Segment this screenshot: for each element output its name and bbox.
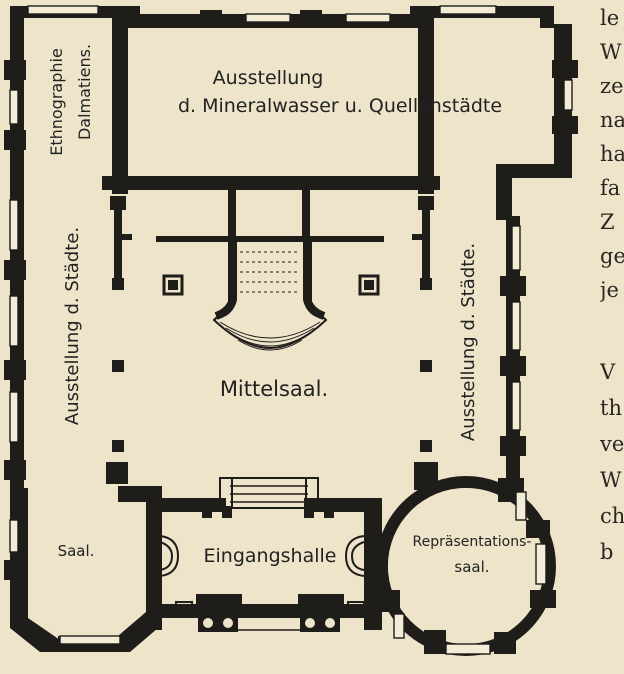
margin-line: b — [600, 540, 614, 564]
margin-line: je — [600, 278, 619, 302]
entrance-fixtures — [175, 594, 365, 632]
mineral-hall-label-2: d. Mineralwasser u. Quellenstädte — [178, 95, 502, 117]
margin-line: V — [600, 360, 616, 384]
margin-line: Z — [600, 210, 615, 234]
reception-hall-label: Repräsentations- — [413, 534, 532, 550]
windows — [9, 5, 573, 645]
margin-line: na — [600, 108, 624, 132]
hall-label: Saal. — [58, 542, 95, 560]
margin-line: th — [600, 396, 622, 420]
margin-line: W — [600, 40, 622, 64]
margin-line: ge — [600, 244, 624, 268]
vestibule-niches — [159, 535, 365, 577]
margin-line: fa — [600, 176, 621, 200]
margin-line: ha — [600, 142, 624, 166]
cities-exhibition-left-label: Ausstellung d. Städte. — [62, 227, 83, 425]
margin-line: ch — [600, 504, 624, 528]
entrance-steps — [219, 477, 319, 509]
margin-line: W — [600, 468, 622, 492]
central-staircase — [212, 242, 328, 351]
main-hall-label: Mittelsaal. — [220, 377, 328, 401]
ethnography-label: Ethnographie — [47, 48, 66, 156]
entrance-hall-label: Eingangshalle — [204, 545, 337, 567]
margin-line: ve — [600, 432, 624, 456]
interior-walls — [102, 120, 440, 290]
ethnography-label-2: Dalmatiens. — [75, 44, 94, 140]
reception-hall-label-2: saal. — [454, 558, 489, 576]
round-room — [376, 476, 556, 656]
room-labels: Ausstellung d. Mineralwasser u. Quellens… — [47, 44, 531, 576]
mineral-hall-label: Ausstellung — [213, 67, 324, 89]
cities-exhibition-right-label: Ausstellung d. Städte. — [458, 243, 479, 441]
margin-line: le — [600, 6, 620, 30]
margin-line: ze — [600, 74, 624, 98]
